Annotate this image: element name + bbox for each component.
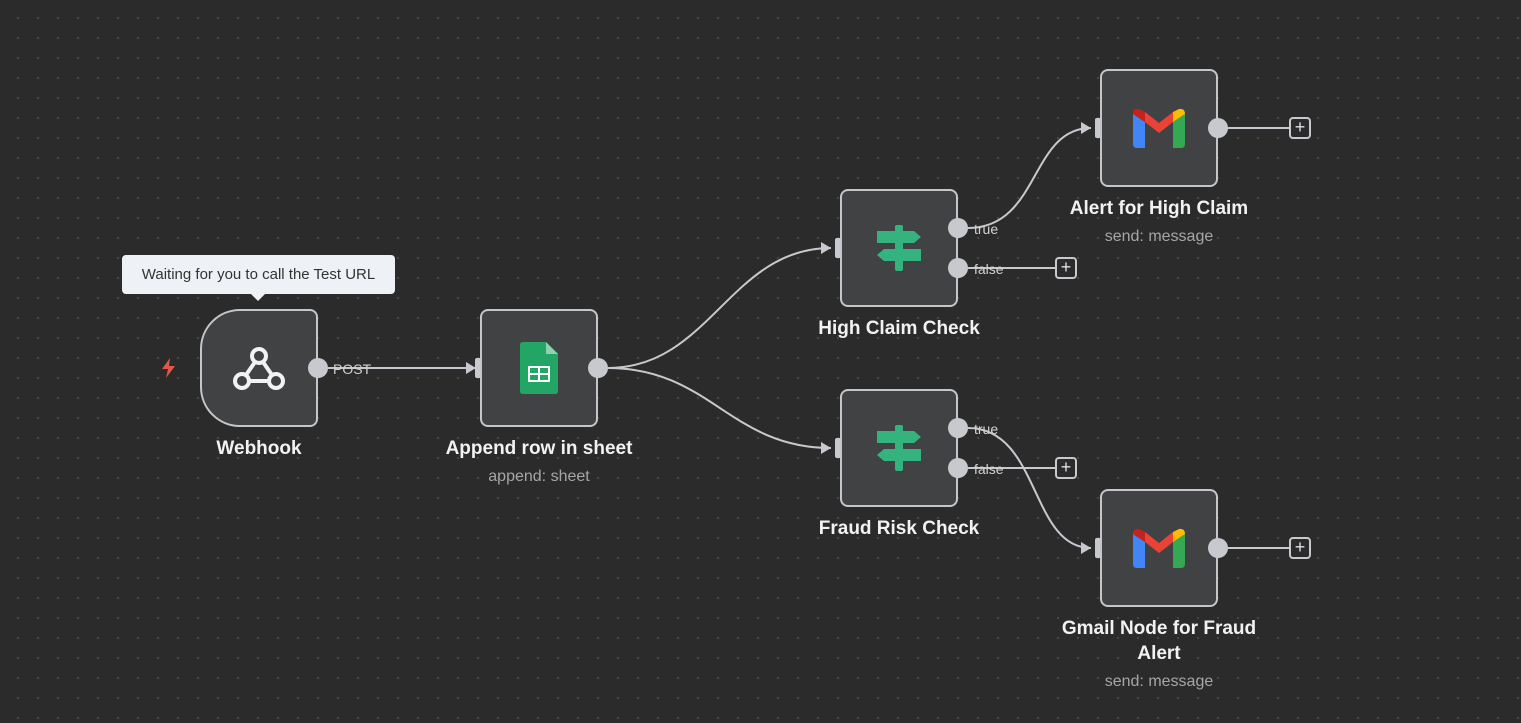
high-check-true-handle[interactable] (948, 218, 968, 238)
append-node-subtitle: append: sheet (488, 468, 590, 485)
fraud-check-false-label: false (974, 461, 1004, 477)
google-sheets-icon (520, 342, 558, 394)
gmail-fraud-name-line1: Gmail Node for Fraud (1061, 618, 1257, 639)
fraud-check-node-name: Fraud Risk Check (818, 518, 980, 539)
append-output-handle[interactable] (588, 358, 608, 378)
test-url-tooltip: Waiting for you to call the Test URL (122, 255, 395, 301)
high-claim-check-node[interactable] (840, 189, 958, 307)
lightning-bolt-icon[interactable] (159, 357, 179, 379)
alert-high-input-handle[interactable] (1095, 118, 1104, 138)
gmail-fraud-node-subtitle: send: message (1104, 673, 1214, 690)
edge-append-to-high-check (607, 247, 832, 369)
alert-high-output-handle[interactable] (1208, 118, 1228, 138)
gmail-icon (1133, 108, 1185, 148)
webhook-output-handle[interactable] (308, 358, 328, 378)
fraud-check-false-add-button[interactable]: + (1055, 457, 1077, 479)
high-check-false-add-button[interactable]: + (1055, 257, 1077, 279)
fraud-check-false-handle[interactable] (948, 458, 968, 478)
high-check-false-handle[interactable] (948, 258, 968, 278)
arrow-head (1081, 542, 1091, 554)
append-input-handle[interactable] (475, 358, 484, 378)
arrow-head (821, 442, 831, 454)
webhook-icon (233, 347, 285, 390)
high-check-node-name: High Claim Check (818, 318, 980, 339)
alert-high-node-name: Alert for High Claim (1069, 198, 1249, 219)
edge-high-true-to-alert (967, 127, 1092, 229)
arrow-head (821, 242, 831, 254)
high-check-true-label: true (974, 221, 999, 237)
gmail-fraud-alert-node[interactable] (1100, 489, 1218, 607)
arrow-head (466, 362, 476, 374)
webhook-output-label: POST (333, 361, 372, 377)
gmail-fraud-add-button[interactable]: + (1289, 537, 1311, 559)
signpost-icon (877, 425, 921, 471)
edge-fraud-true-to-gmail (967, 427, 1092, 549)
high-check-input-handle[interactable] (835, 238, 844, 258)
fraud-check-input-handle[interactable] (835, 438, 844, 458)
fraud-check-true-handle[interactable] (948, 418, 968, 438)
webhook-node[interactable] (200, 309, 318, 427)
gmail-fraud-input-handle[interactable] (1095, 538, 1104, 558)
alert-high-node-subtitle: send: message (1104, 228, 1214, 245)
alert-high-claim-node[interactable] (1100, 69, 1218, 187)
gmail-fraud-node-name: Gmail Node for Fraud Alert (1029, 616, 1289, 666)
gmail-fraud-output-handle[interactable] (1208, 538, 1228, 558)
gmail-fraud-name-line2: Alert (1137, 643, 1181, 664)
append-node-name: Append row in sheet (445, 438, 633, 459)
fraud-risk-check-node[interactable] (840, 389, 958, 507)
edge-append-to-fraud-check (607, 367, 832, 449)
arrow-head (1081, 122, 1091, 134)
signpost-icon (877, 225, 921, 271)
fraud-check-true-label: true (974, 421, 999, 437)
gmail-icon (1133, 528, 1185, 568)
webhook-node-name: Webhook (216, 438, 302, 459)
alert-high-add-button[interactable]: + (1289, 117, 1311, 139)
append-row-node[interactable] (480, 309, 598, 427)
high-check-false-label: false (974, 261, 1004, 277)
